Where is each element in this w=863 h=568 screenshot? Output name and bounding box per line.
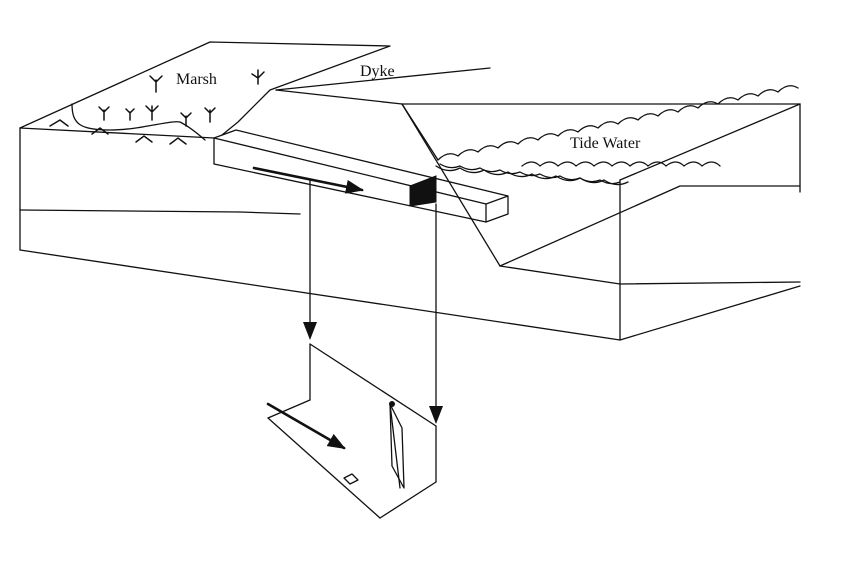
flap-gate-block [409,175,437,207]
plant-icon [204,107,216,123]
plant-icon [180,112,192,127]
plant-icon [149,75,163,93]
dyke-label: Dyke [360,63,395,80]
plant-icon [135,135,153,143]
dyke-block [19,67,801,341]
projection-arrows [303,179,443,424]
hinge-pin [389,401,395,407]
tide-water-label: Tide Water [570,135,641,152]
marsh-plants [49,69,265,145]
plant-icon [98,106,110,121]
plant-icon [145,105,159,121]
marsh-label: Marsh [176,71,217,88]
plant-icon [251,69,265,85]
culvert [213,129,509,223]
plant-icon [49,119,69,127]
gate-detail-inset [266,343,437,519]
plant-icon [125,108,135,121]
plant-icon [169,137,187,145]
plant-icon [91,127,109,135]
tide-water-waves [435,85,799,186]
marsh-block [19,41,391,213]
